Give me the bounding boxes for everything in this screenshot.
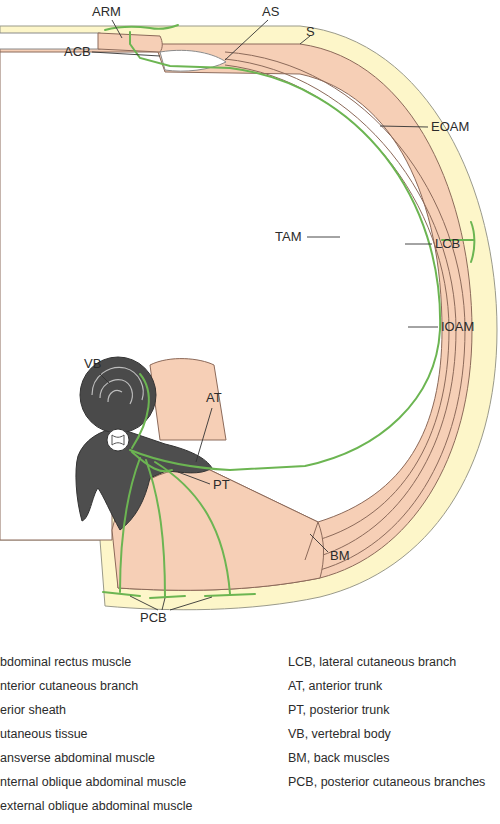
leader-line bbox=[178, 472, 210, 484]
leader-line bbox=[196, 408, 212, 462]
leader-line bbox=[307, 237, 340, 238]
body-cavity bbox=[0, 52, 442, 540]
spinal-cord-grey-matter bbox=[112, 435, 124, 445]
part-label: ARM bbox=[92, 4, 121, 20]
leader-line bbox=[130, 596, 212, 610]
legend-text: erior sheath bbox=[0, 703, 66, 718]
bone-texture bbox=[92, 367, 143, 404]
legend-text: ansverse abdominal muscle bbox=[0, 751, 155, 766]
recurrent-nerve bbox=[132, 374, 149, 448]
leader-line bbox=[310, 534, 328, 552]
part-label: S bbox=[306, 24, 315, 40]
part-label: EOAM bbox=[431, 119, 469, 135]
part-label: BM bbox=[330, 548, 350, 564]
nerve-paths bbox=[103, 25, 474, 598]
part-label: TAM bbox=[275, 229, 301, 245]
posterior-cutaneous-endings bbox=[103, 592, 255, 598]
legend-text: utaneous tissue bbox=[0, 727, 88, 742]
muscle-block bbox=[0, 44, 472, 590]
part-label: AS bbox=[262, 4, 279, 20]
vertebral-arch bbox=[76, 428, 212, 530]
leader-line bbox=[380, 126, 428, 127]
legend-text: LCB, lateral cutaneous branch bbox=[288, 655, 456, 670]
legend-text: BM, back muscles bbox=[288, 751, 389, 766]
legend-text: PCB, posterior cutaneous branches bbox=[288, 775, 485, 790]
legend-text: nterior cutaneous branch bbox=[0, 679, 138, 694]
muscle-boundary bbox=[225, 59, 456, 556]
part-label: AT bbox=[206, 390, 222, 406]
legend-text: nternal oblique abdominal muscle bbox=[0, 775, 186, 790]
leader-line bbox=[92, 52, 160, 56]
legend-text: VB, vertebral body bbox=[288, 727, 391, 742]
deep-muscle bbox=[150, 359, 226, 440]
leader-line bbox=[112, 20, 122, 38]
leader-lines bbox=[92, 20, 438, 610]
legend-text: external oblique abdominal muscle bbox=[0, 799, 192, 814]
leader-line bbox=[408, 327, 438, 328]
posterior-cutaneous-nerve bbox=[120, 458, 230, 597]
part-label: LCB bbox=[435, 236, 460, 252]
spinal-cord bbox=[107, 429, 129, 451]
legend-text: PT, posterior trunk bbox=[288, 703, 389, 718]
part-label: IOAM bbox=[441, 319, 474, 335]
anterior-trunk-nerve bbox=[130, 32, 440, 470]
skin-layer bbox=[0, 26, 497, 610]
leader-line bbox=[405, 244, 432, 245]
leader-line bbox=[225, 20, 268, 60]
part-label: PT bbox=[213, 477, 230, 493]
legend-text: AT, anterior trunk bbox=[288, 679, 382, 694]
leader-line bbox=[100, 374, 110, 384]
part-label: VB bbox=[84, 356, 101, 372]
muscle-boundary bbox=[305, 522, 318, 560]
legend-text: bdominal rectus muscle bbox=[0, 655, 131, 670]
part-label: ACB bbox=[64, 44, 91, 60]
muscle-boundary bbox=[225, 52, 465, 570]
part-label: PCB bbox=[140, 610, 167, 626]
